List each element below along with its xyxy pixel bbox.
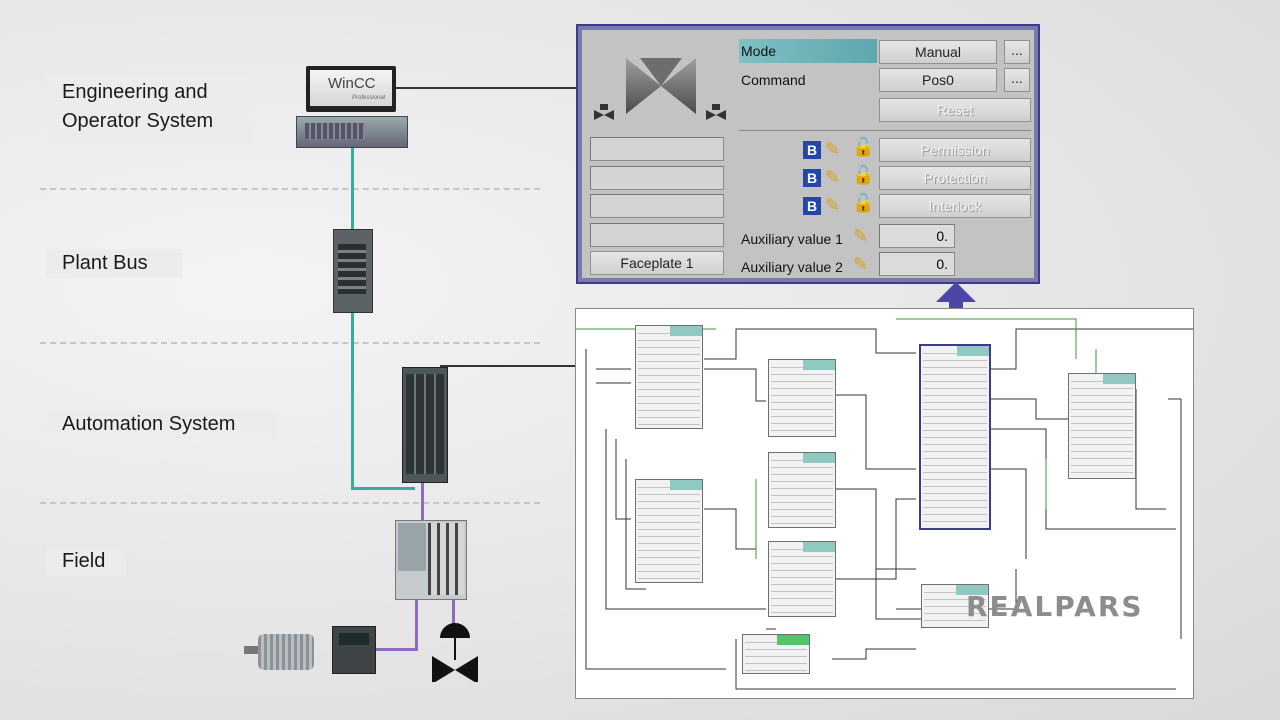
- bypass-badge-icon: B: [803, 141, 821, 159]
- mode-more-button[interactable]: ...: [1004, 40, 1030, 64]
- network-switch: [333, 229, 373, 313]
- wrench-icon: ✎: [825, 167, 841, 187]
- actuator-right-icon: [706, 104, 726, 120]
- auxiliary-value-1-label: Auxiliary value 1: [741, 231, 843, 247]
- level-engineering-label: Engineering and Operator System: [46, 76, 254, 144]
- interlock-button[interactable]: Interlock: [879, 194, 1031, 218]
- function-block: [921, 584, 989, 628]
- function-block: [742, 634, 810, 674]
- wrench-icon: ✎: [853, 226, 869, 246]
- level-plant-bus-label: Plant Bus: [46, 249, 182, 278]
- function-block: [768, 541, 836, 617]
- bypass-badge-icon: B: [803, 169, 821, 187]
- auxiliary-value-1-field[interactable]: 0.: [879, 224, 955, 248]
- mode-label: Mode: [741, 43, 777, 59]
- wrench-icon: ✎: [825, 195, 841, 215]
- actuator-left-icon: [594, 104, 614, 120]
- level-separator: [40, 188, 540, 190]
- reset-button[interactable]: Reset: [879, 98, 1031, 122]
- wincc-subtitle: Professional: [352, 95, 386, 101]
- operator-monitor: WinCC Professional: [306, 66, 396, 112]
- status-field: [590, 166, 724, 190]
- cfc-wiring: [576, 318, 1193, 690]
- status-field: [590, 137, 724, 161]
- protection-button[interactable]: Protection: [879, 166, 1031, 190]
- plant-bus-cable: [351, 310, 354, 490]
- level-separator: [40, 502, 540, 504]
- valve-faceplate: Faceplate 1 Mode Manual ... Command Pos0…: [576, 24, 1040, 284]
- status-field: [590, 223, 724, 247]
- mode-value-button[interactable]: Manual: [879, 40, 997, 64]
- field-bus-cable: [415, 598, 418, 650]
- wincc-title: WinCC: [328, 75, 376, 92]
- plant-bus-cable: [351, 487, 415, 490]
- function-block: [1068, 373, 1136, 479]
- connector-line: [440, 365, 576, 367]
- permission-button[interactable]: Permission: [879, 138, 1031, 162]
- padlock-icon: 🔓: [852, 137, 875, 157]
- command-label: Command: [741, 72, 806, 88]
- frequency-drive: [332, 626, 376, 674]
- function-block: [635, 325, 703, 429]
- wrench-icon: ✎: [853, 254, 869, 274]
- field-bus-cable: [452, 598, 455, 638]
- field-valve-icon: [430, 612, 480, 684]
- bypass-badge-icon: B: [803, 197, 821, 215]
- status-field: [590, 194, 724, 218]
- server-rack: [296, 116, 408, 148]
- valve-function-block: [919, 344, 991, 530]
- level-field-label: Field: [46, 547, 126, 576]
- remote-io: [395, 520, 467, 600]
- function-block: [768, 359, 836, 437]
- command-more-button[interactable]: ...: [1004, 68, 1030, 92]
- padlock-icon: 🔓: [852, 193, 875, 213]
- level-automation-label: Automation System: [46, 410, 278, 439]
- field-bus-cable: [372, 648, 418, 651]
- realpars-logo: REALPARS: [966, 590, 1144, 623]
- cfc-chart: [575, 308, 1194, 699]
- connector-line: [394, 87, 576, 89]
- level-separator: [40, 342, 540, 344]
- valve-symbol-icon: [622, 52, 700, 128]
- faceplate-body: Faceplate 1 Mode Manual ... Command Pos0…: [582, 30, 1034, 278]
- auxiliary-value-2-label: Auxiliary value 2: [741, 259, 843, 275]
- function-block: [768, 452, 836, 528]
- command-value-button[interactable]: Pos0: [879, 68, 997, 92]
- wrench-icon: ✎: [825, 139, 841, 159]
- auxiliary-value-2-field[interactable]: 0.: [879, 252, 955, 276]
- plc-controller: [402, 367, 448, 483]
- faceplate-1-button[interactable]: Faceplate 1: [590, 251, 724, 275]
- padlock-icon: 🔓: [852, 165, 875, 185]
- field-bus-cable: [421, 480, 424, 522]
- mode-label-highlight: [739, 39, 877, 63]
- faceplate-divider: [739, 130, 1031, 131]
- plant-bus-cable: [351, 146, 354, 230]
- electric-motor: [244, 632, 314, 670]
- function-block: [635, 479, 703, 583]
